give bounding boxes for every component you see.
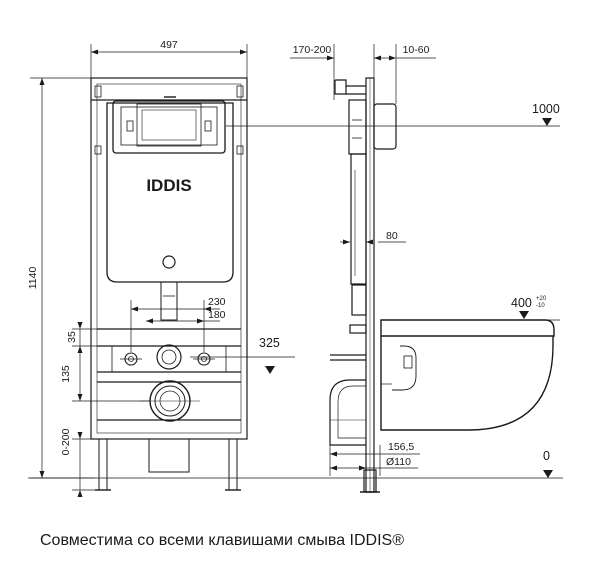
level-400: 400 [511, 296, 532, 310]
level-0-marker [543, 470, 553, 478]
wall-hung-toilet-bowl [380, 319, 555, 431]
side-view-arrowheads [327, 55, 396, 471]
level-1000: 1000 [532, 102, 560, 116]
front-view-frame [90, 77, 248, 491]
dimension-1140: 1140 [27, 267, 39, 290]
dimension-10-60: 10-60 [403, 44, 430, 56]
front-view-dimension-lines [30, 44, 560, 491]
level-0: 0 [543, 449, 550, 463]
level-325-marker [265, 366, 275, 374]
dimension-arrowheads [39, 49, 247, 497]
dimension-80: 80 [386, 230, 398, 242]
level-400-marker [519, 311, 529, 319]
compatibility-caption: Совместима со всеми клавишами смыва IDDI… [40, 532, 404, 549]
dimension-156-5: 156,5 [388, 441, 414, 453]
dimension-135: 135 [60, 365, 72, 383]
brand-label: IDDIS [146, 176, 191, 195]
level-400-tolerance-plus: +20 [536, 296, 547, 302]
dimension-180: 180 [208, 309, 226, 321]
installation-technical-drawing: IDDIS [27, 39, 563, 497]
dimension-497: 497 [160, 39, 178, 51]
dimension-pipe-diameter: Ø110 [386, 456, 411, 468]
side-view-frame [329, 77, 397, 493]
dimension-170-200: 170-200 [293, 44, 332, 56]
side-view-dimension-lines [28, 44, 563, 479]
level-325: 325 [259, 336, 280, 350]
level-1000-marker [542, 118, 552, 126]
level-400-tolerance-minus: -10 [536, 303, 545, 309]
dimension-230: 230 [208, 296, 226, 308]
dimension-0-200: 0-200 [60, 428, 72, 455]
dimension-35: 35 [66, 331, 78, 343]
